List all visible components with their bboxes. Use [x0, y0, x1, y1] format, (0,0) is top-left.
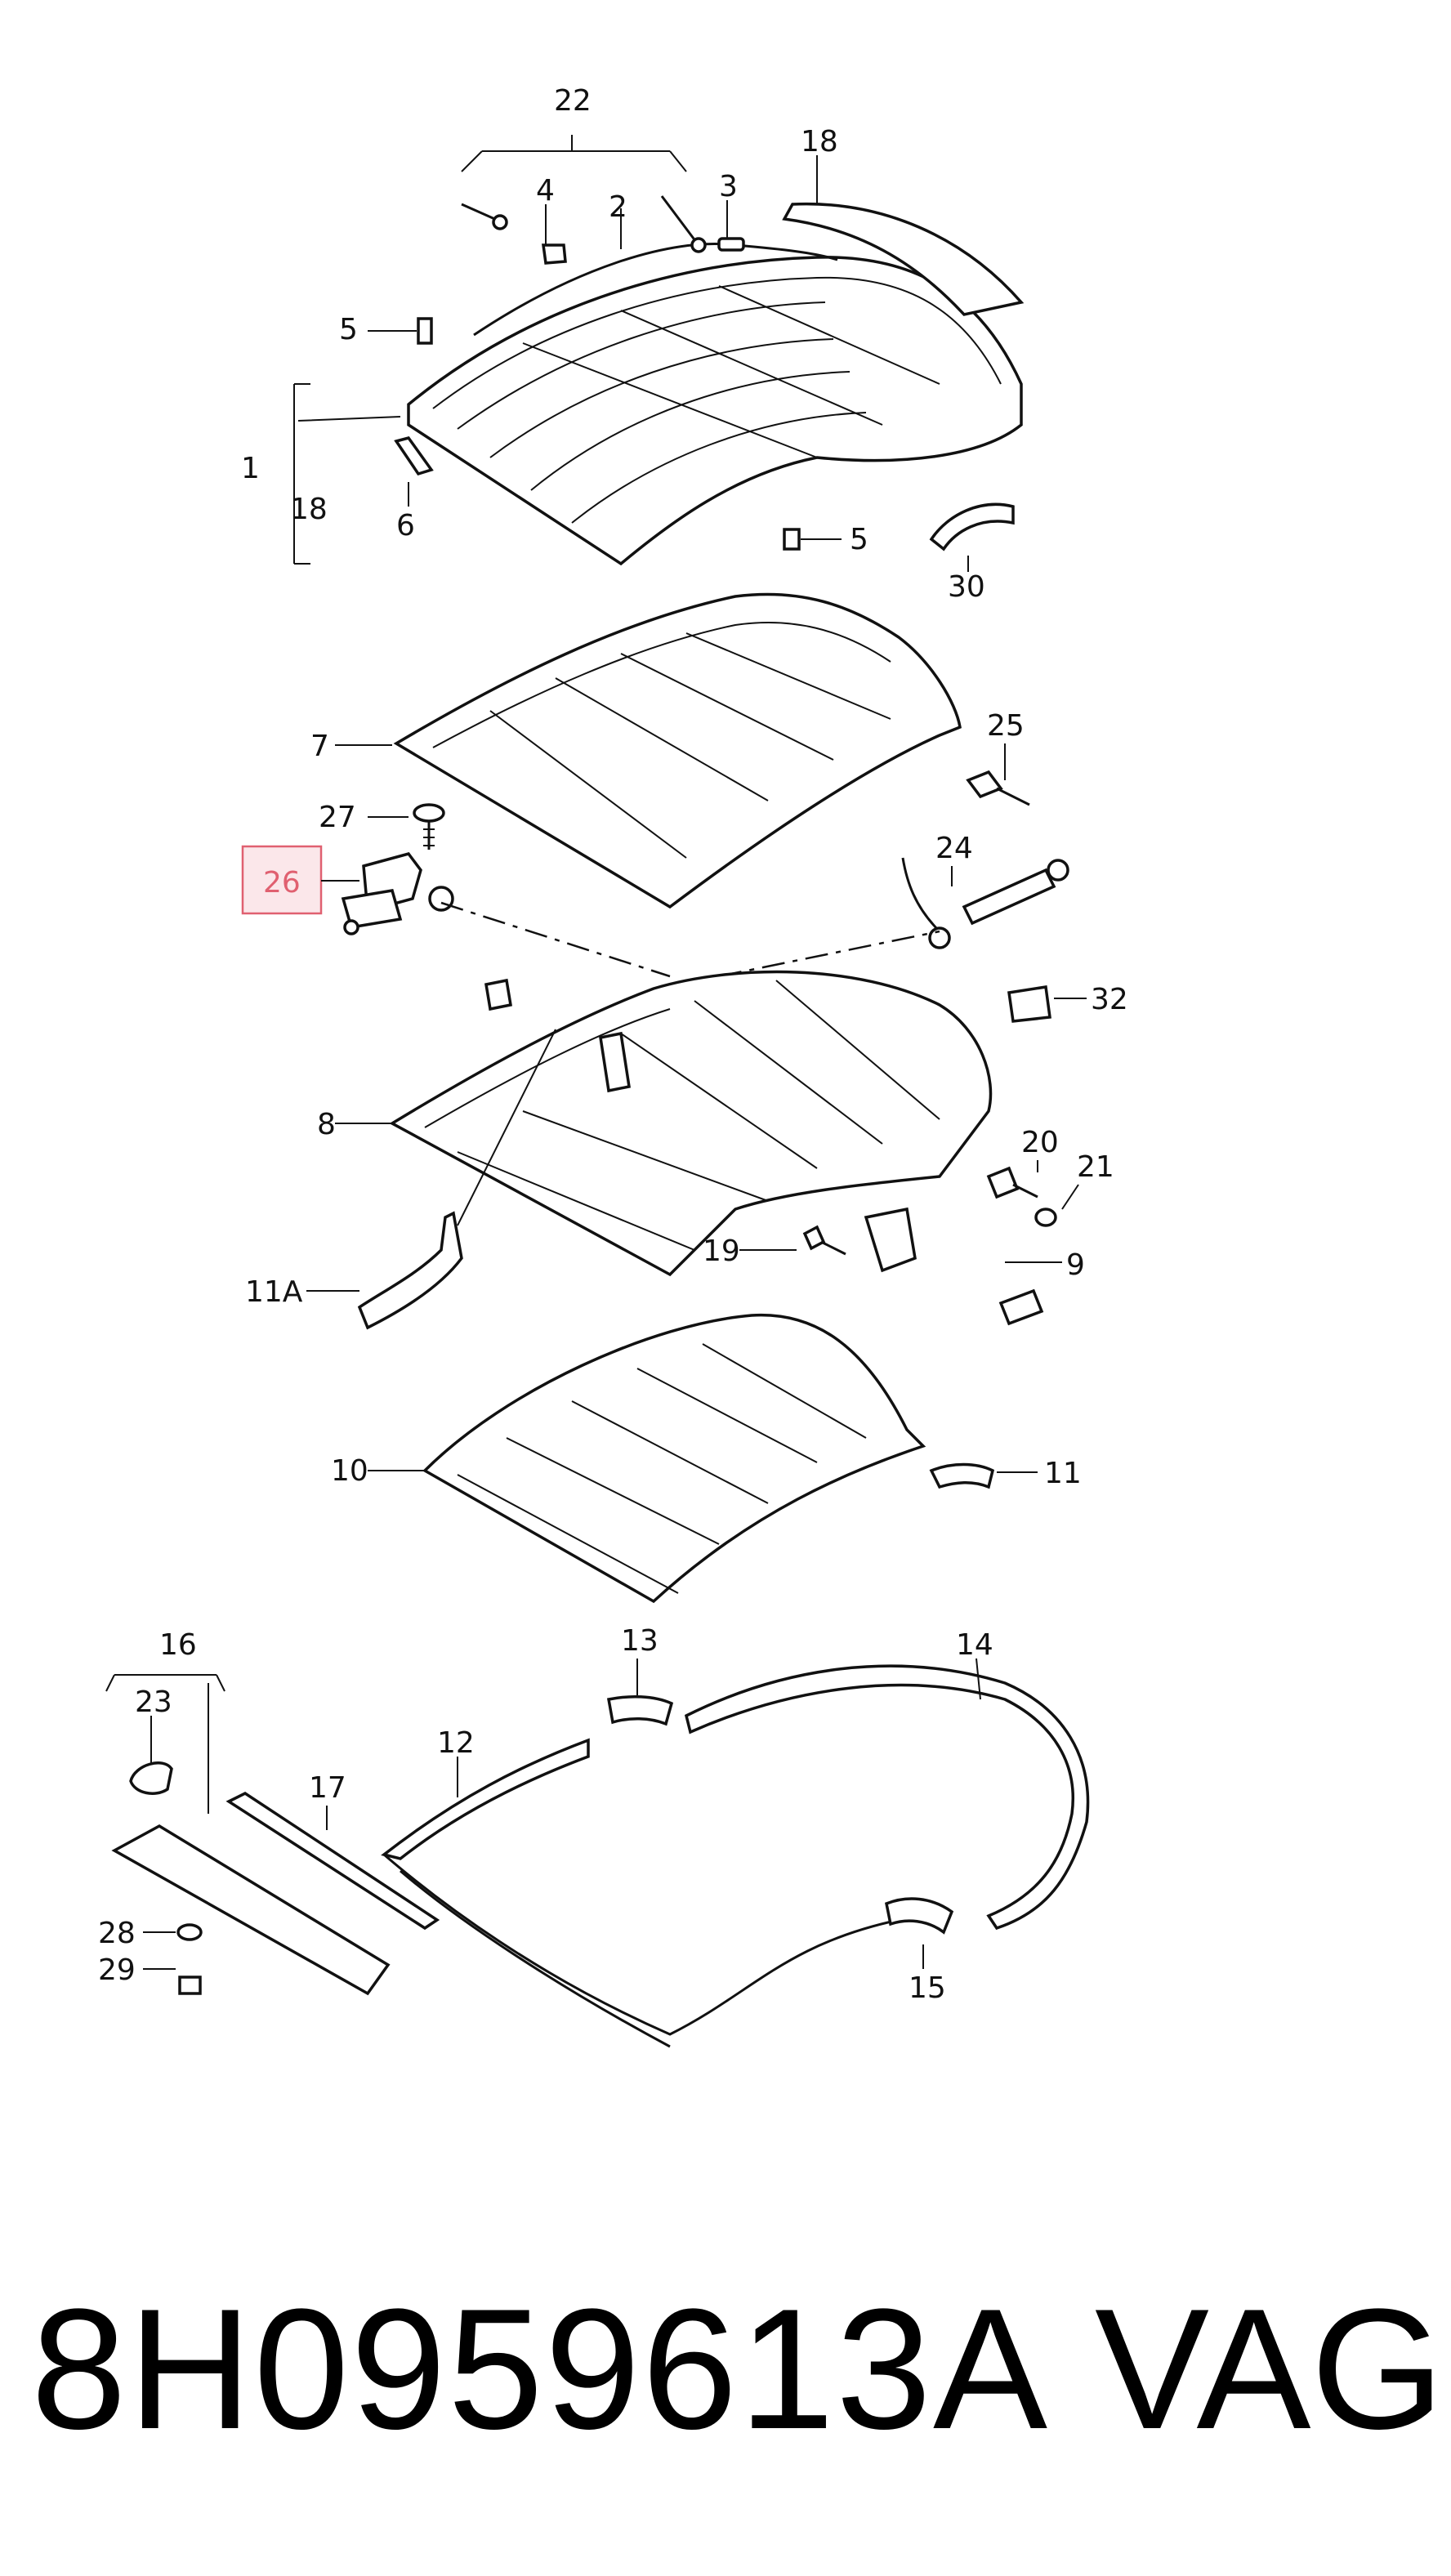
- leader-lines: [105, 135, 1087, 1970]
- headliner-10: [422, 1313, 926, 1604]
- label-13: 13: [621, 1624, 659, 1658]
- label-3: 3: [719, 170, 738, 203]
- label-27: 27: [319, 801, 356, 834]
- label-6: 6: [396, 509, 415, 542]
- trim-strip-16: [111, 1824, 391, 1996]
- label-10: 10: [331, 1454, 368, 1488]
- footer: 8H0959613A VAG: [0, 2263, 1451, 2476]
- cable: [473, 242, 838, 337]
- label-28: 28: [98, 1917, 136, 1950]
- clip-5-bottom: [783, 528, 801, 551]
- label-23: 23: [135, 1685, 172, 1719]
- label-5-right: 5: [850, 523, 868, 556]
- label-11a: 11A: [245, 1275, 303, 1309]
- gas-strut-24: [901, 857, 1069, 949]
- label-24: 24: [935, 832, 973, 865]
- washer-28: [176, 1923, 203, 1941]
- label-11: 11: [1044, 1457, 1082, 1490]
- label-14: 14: [956, 1628, 993, 1662]
- cap-23: [129, 1761, 173, 1795]
- bolt-20-washer-21: [986, 1166, 1057, 1227]
- plug-32: [1007, 984, 1051, 1023]
- label-21: 21: [1077, 1150, 1114, 1184]
- label-8: 8: [317, 1108, 336, 1141]
- label-30: 30: [948, 570, 985, 604]
- seal-frame: [381, 1664, 1090, 2048]
- hinge-bracket-26: [341, 851, 454, 935]
- guide-line-11a: [457, 1029, 556, 1226]
- link-arm-11a: [357, 1211, 463, 1330]
- label-17: 17: [309, 1771, 346, 1805]
- label-5-top: 5: [339, 313, 358, 346]
- label-1: 1: [241, 452, 260, 485]
- label-32: 32: [1091, 983, 1128, 1016]
- fastener-pins: [461, 195, 745, 265]
- screw-29: [178, 1976, 202, 1995]
- roof-frame-8: [389, 970, 993, 1277]
- label-15: 15: [909, 1971, 946, 2005]
- pad-top-left: [484, 978, 513, 1011]
- label-7: 7: [310, 730, 329, 763]
- brand-name: VAG: [1095, 2273, 1444, 2465]
- clip-5-top: [417, 317, 433, 345]
- label-22: 22: [554, 84, 592, 118]
- bracket-30: [929, 502, 1015, 551]
- label-26: 26: [263, 866, 301, 900]
- clip-11: [929, 1462, 995, 1489]
- cap-9: [998, 1288, 1044, 1326]
- label-2: 2: [609, 190, 627, 224]
- strip-17: [225, 1791, 440, 1931]
- parts-exploded-diagram: 22 18 4 3 2 5 1 18 6 5 30 7 25 27 24 26 …: [98, 84, 1128, 2048]
- label-19: 19: [703, 1234, 740, 1268]
- screw-27: [413, 803, 445, 850]
- label-20: 20: [1021, 1126, 1059, 1159]
- part-number: 8H0959613A: [31, 2273, 1050, 2465]
- label-25: 25: [987, 709, 1025, 743]
- label-18-top: 18: [801, 125, 838, 158]
- label-16: 16: [159, 1628, 197, 1662]
- label-4: 4: [536, 174, 555, 208]
- dash-line-24: [718, 930, 940, 978]
- screw-19: [802, 1225, 846, 1256]
- label-9: 9: [1066, 1248, 1085, 1282]
- dash-line-26: [440, 901, 671, 978]
- label-29: 29: [98, 1953, 136, 1987]
- roof-cover-panel: [407, 256, 1023, 566]
- label-12: 12: [437, 1726, 475, 1760]
- glass-panel: [782, 202, 1025, 316]
- label-18-left: 18: [290, 493, 328, 526]
- strip-6: [394, 435, 434, 476]
- bolt-25: [966, 770, 1030, 806]
- roof-frame-panel-7: [393, 592, 962, 909]
- highlight-box-26: [241, 845, 323, 915]
